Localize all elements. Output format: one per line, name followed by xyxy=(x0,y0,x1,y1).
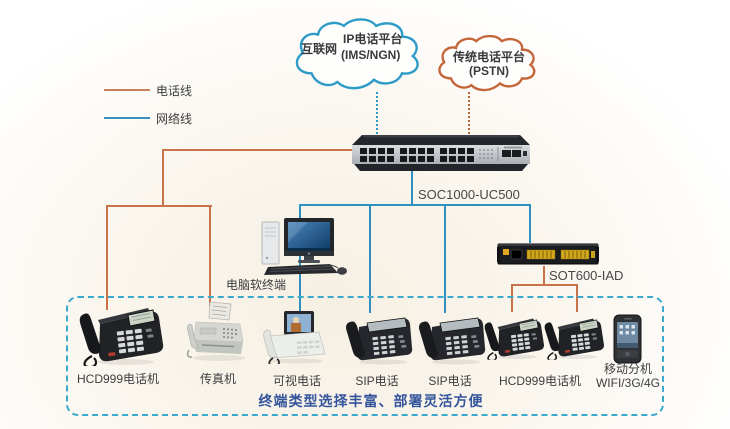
phone-line-segment xyxy=(576,284,578,312)
desk-phone-icon xyxy=(482,308,546,366)
ip-platform-title: IP电话平台 xyxy=(343,32,403,46)
fax-label: 传真机 xyxy=(199,372,236,386)
diagram-caption: 终端类型选择丰富、部署灵活方便 xyxy=(258,393,484,409)
ip-platform-subtitle: (IMS/NGN) xyxy=(341,48,401,62)
iad-label: SOT600-IAD xyxy=(549,268,624,283)
phone-line-segment xyxy=(106,205,212,207)
sip-phone-icon xyxy=(343,310,413,366)
legend-network-line-swatch xyxy=(104,117,150,119)
mobile-extension-label: 移动分机 xyxy=(603,362,652,376)
video-phone-label: 可视电话 xyxy=(272,374,321,388)
desk-phone-left-label: HCD999电话机 xyxy=(76,372,160,386)
sip-phone-2-label: SIP电话 xyxy=(428,374,472,388)
phone-line-segment xyxy=(162,149,353,151)
video-phone-icon xyxy=(263,308,331,364)
legend-phone-line-swatch xyxy=(104,89,150,91)
iad-device xyxy=(497,240,599,268)
desk-phone-right-label: HCD999电话机 xyxy=(498,374,582,388)
pstn-title: 传统电话平台 xyxy=(452,50,525,64)
sip-phone-1-label: SIP电话 xyxy=(355,374,399,388)
network-line-segment xyxy=(411,170,413,206)
pc-softclient-label: 电脑软终端 xyxy=(226,278,287,292)
phone-line-segment xyxy=(543,266,545,286)
internet-label: 互联网 xyxy=(301,42,338,56)
phone-line-segment xyxy=(209,205,211,306)
phone-line-segment xyxy=(511,284,578,286)
mobile-network-label: WIFI/3G/4G xyxy=(595,376,660,390)
network-line-segment xyxy=(444,205,446,313)
terminals-group-box xyxy=(66,296,664,416)
network-line-segment xyxy=(299,204,531,206)
desk-phone-icon xyxy=(76,302,166,366)
network-line-segment xyxy=(529,205,531,243)
phone-line-segment xyxy=(106,205,108,310)
desk-phone-icon xyxy=(542,308,606,366)
mobile-phone-icon xyxy=(612,314,643,364)
switch-label: SOC1000-UC500 xyxy=(418,187,520,202)
pstn-subtitle: (PSTN) xyxy=(469,64,509,78)
phone-line-segment xyxy=(511,284,513,312)
pstn-dotted-link xyxy=(468,92,470,134)
switch-device xyxy=(352,134,530,174)
network-line-segment xyxy=(299,205,301,312)
fax-machine-icon xyxy=(186,300,252,364)
internet-dotted-link xyxy=(376,92,378,138)
phone-line-segment xyxy=(162,149,164,207)
legend-phone-line-label: 电话线 xyxy=(156,84,193,98)
network-line-segment xyxy=(369,205,371,313)
sip-phone-icon xyxy=(416,310,486,366)
legend-network-line-label: 网络线 xyxy=(156,112,193,126)
pc-softclient-device xyxy=(254,218,350,278)
